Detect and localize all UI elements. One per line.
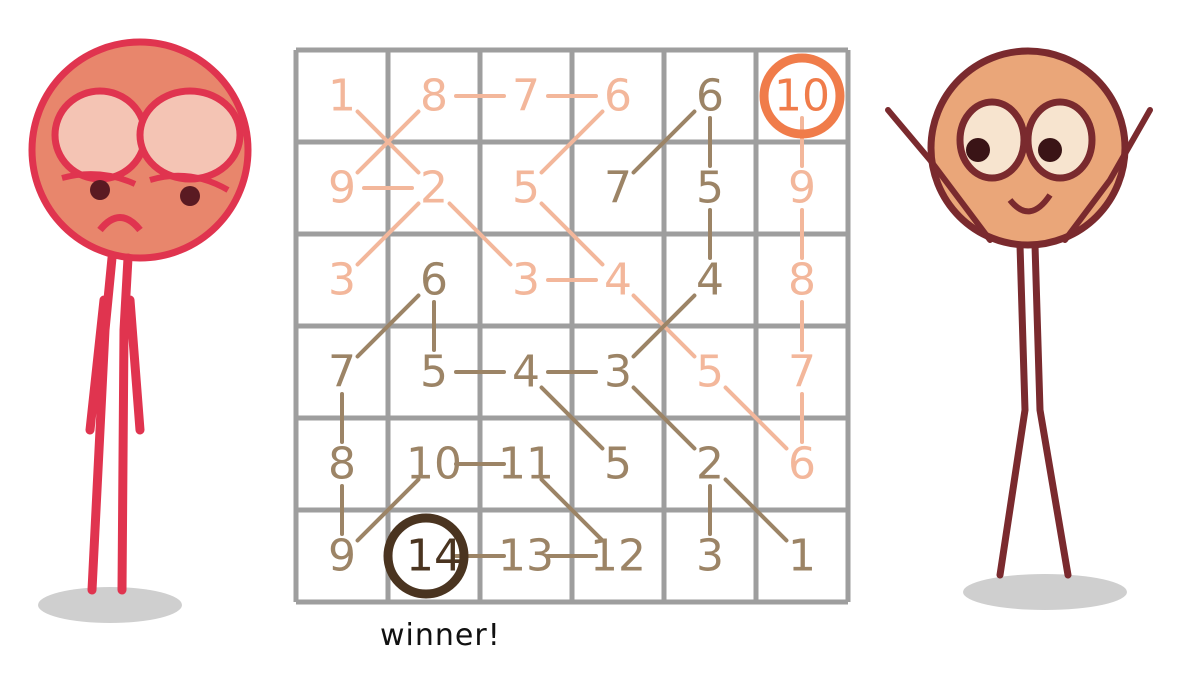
board-cell-number: 3 xyxy=(328,255,356,306)
board-cell-number: 6 xyxy=(696,71,724,122)
sad-left-pupil xyxy=(90,180,110,200)
left-shadow xyxy=(38,587,182,623)
happy-mouth xyxy=(1007,193,1053,215)
path-b-move-line xyxy=(539,385,605,451)
path-b-move-line xyxy=(631,109,697,175)
board-cell-number: 3 xyxy=(604,347,632,398)
board-cell-number: 2 xyxy=(696,439,724,490)
happy-player-figure xyxy=(885,47,1153,610)
board-cell-number: 3 xyxy=(696,531,724,582)
board-cell-number: 8 xyxy=(328,439,356,490)
right-shadow xyxy=(963,574,1127,610)
path-a-move-line xyxy=(723,385,789,451)
board-cell-number: 13 xyxy=(498,531,554,582)
sad-left-eye xyxy=(51,87,149,183)
board-cell-number: 3 xyxy=(512,255,540,306)
path-a-move-line xyxy=(447,201,513,267)
winner-caption: winner! xyxy=(380,618,501,653)
board-cell-number: 9 xyxy=(788,163,816,214)
board-cell-number: 4 xyxy=(696,255,724,306)
board-cell-number: 9 xyxy=(328,163,356,214)
board-cell-number: 6 xyxy=(420,255,448,306)
happy-arms xyxy=(885,107,1153,243)
board-cell-number: 11 xyxy=(498,439,554,490)
board-cell-number: 2 xyxy=(420,163,448,214)
board-cell-number: 7 xyxy=(604,163,632,214)
board-cell-number: 5 xyxy=(512,163,540,214)
board-cell-number: 5 xyxy=(696,163,724,214)
path-b-move-line xyxy=(539,477,605,543)
path-a-move-line xyxy=(355,109,421,175)
board-cell-number: 1 xyxy=(788,531,816,582)
sad-right-lid xyxy=(149,172,230,193)
board-cell-number: 10 xyxy=(406,439,462,490)
sad-right-pupil xyxy=(180,186,200,206)
sad-left-lid xyxy=(61,171,137,187)
path-b-move-line xyxy=(631,293,697,359)
board-cell-number: 8 xyxy=(420,71,448,122)
board-cell-number: 14 xyxy=(406,531,462,582)
board-cell-number: 9 xyxy=(328,531,356,582)
path-b-move-line xyxy=(355,477,421,543)
highlight-b-circle xyxy=(383,513,469,599)
path-b-move-line xyxy=(723,477,789,543)
happy-body xyxy=(996,241,1072,579)
happy-left-pupil xyxy=(966,138,990,162)
path-a-move-line xyxy=(355,201,421,267)
path-b-move-line xyxy=(355,293,421,359)
board-cell-number: 5 xyxy=(696,347,724,398)
board-cell-number: 5 xyxy=(420,347,448,398)
board-cell-number: 4 xyxy=(512,347,540,398)
happy-right-pupil xyxy=(1038,138,1062,162)
board-cell-number: 12 xyxy=(590,531,646,582)
board-cell-number: 8 xyxy=(788,255,816,306)
sad-body xyxy=(85,253,145,595)
board-cell-number: 7 xyxy=(328,347,356,398)
happy-left-eye xyxy=(956,98,1028,182)
path-b-move-line xyxy=(631,385,697,451)
sad-right-eye xyxy=(136,87,244,183)
board-cell-number: 7 xyxy=(512,71,540,122)
highlight-a-circle xyxy=(759,53,845,139)
board-cell-number: 5 xyxy=(604,439,632,490)
path-a-move-line xyxy=(539,109,605,175)
path-b-moves xyxy=(340,109,789,558)
board-cell-number: 6 xyxy=(604,71,632,122)
board-cell-number: 6 xyxy=(788,439,816,490)
sad-player-figure xyxy=(28,38,252,623)
board-cell-number: 10 xyxy=(774,71,830,122)
path-a-move-line xyxy=(539,201,605,267)
happy-right-eye xyxy=(1024,98,1096,182)
sad-mouth xyxy=(97,214,143,233)
board-cell-number: 7 xyxy=(788,347,816,398)
board-cell-number: 4 xyxy=(604,255,632,306)
board-cell-number: 1 xyxy=(328,71,356,122)
